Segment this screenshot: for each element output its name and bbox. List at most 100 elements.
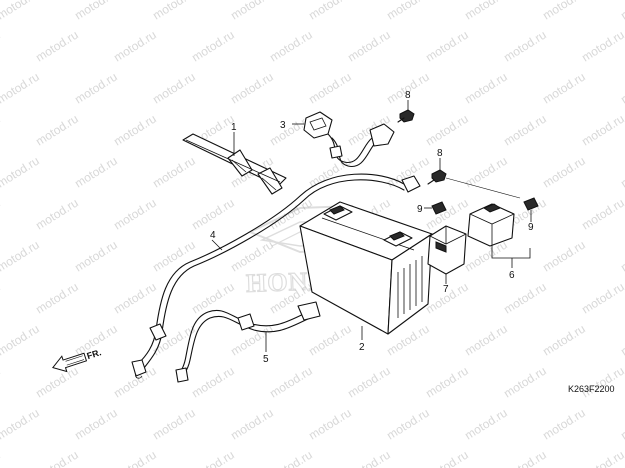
watermark-text: motod.ru <box>33 28 81 65</box>
watermark-text: motod.ru <box>579 364 625 401</box>
watermark-text: motod.ru <box>150 70 198 107</box>
watermark-text: motod.ru <box>0 196 3 233</box>
callout-6: 6 <box>509 270 515 281</box>
part-4-positive-cable[interactable] <box>131 173 421 379</box>
leader-4 <box>211 239 223 251</box>
watermark-text: motod.ru <box>306 406 354 443</box>
watermark-text: motod.ru <box>462 0 510 23</box>
watermark-text: motod.ru <box>0 322 42 359</box>
watermark-text: motod.ru <box>150 0 198 23</box>
part-5-negative-cable[interactable] <box>175 301 321 383</box>
watermark-text: motod.ru <box>150 238 198 275</box>
watermark-text: motod.ru <box>618 406 625 443</box>
part-1-bracket[interactable] <box>182 133 287 195</box>
watermark-text: motod.ru <box>72 154 120 191</box>
bracket-6 <box>491 246 531 259</box>
link-line <box>445 177 521 199</box>
part-9-clip-right[interactable] <box>523 197 539 211</box>
watermark-text: motod.ru <box>0 112 3 149</box>
callout-8a: 8 <box>405 90 411 101</box>
watermark-text: motod.ru <box>618 238 625 275</box>
callout-2: 2 <box>359 342 365 353</box>
part-8-bolt-lower[interactable] <box>427 169 447 185</box>
callout-5: 5 <box>263 354 269 365</box>
watermark-text: motod.ru <box>189 364 237 401</box>
watermark-text: motod.ru <box>150 406 198 443</box>
watermark-text: motod.ru <box>618 0 625 23</box>
watermark-text: motod.ru <box>33 280 81 317</box>
part-2-battery[interactable] <box>299 201 433 335</box>
callout-4: 4 <box>210 230 216 241</box>
watermark-text: motod.ru <box>0 364 3 401</box>
watermark-text: motod.ru <box>72 406 120 443</box>
watermark-text: motod.ru <box>462 322 510 359</box>
callout-7: 7 <box>443 284 449 295</box>
watermark-text: motod.ru <box>0 406 42 443</box>
watermark-text: motod.ru <box>423 448 471 468</box>
watermark-text: motod.ru <box>540 0 588 23</box>
watermark-text: motod.ru <box>501 448 549 468</box>
watermark-text: motod.ru <box>111 280 159 317</box>
watermark-text: motod.ru <box>0 448 3 468</box>
watermark-text: motod.ru <box>72 0 120 23</box>
watermark-text: motod.ru <box>111 196 159 233</box>
watermark-text: motod.ru <box>267 364 315 401</box>
watermark-text: motod.ru <box>579 112 625 149</box>
watermark-text: motod.ru <box>111 28 159 65</box>
watermark-text: motod.ru <box>267 448 315 468</box>
part-8-bolt-upper[interactable] <box>397 109 415 123</box>
callout-3: 3 <box>280 120 286 131</box>
watermark-text: motod.ru <box>345 28 393 65</box>
watermark-text: motod.ru <box>345 448 393 468</box>
watermark-text: motod.ru <box>501 364 549 401</box>
watermark-text: motod.ru <box>0 238 42 275</box>
watermark-text: motod.ru <box>189 28 237 65</box>
watermark-text: motod.ru <box>579 28 625 65</box>
watermark-text: motod.ru <box>150 154 198 191</box>
watermark-text: motod.ru <box>618 322 625 359</box>
watermark-text: motod.ru <box>345 364 393 401</box>
watermark-text: motod.ru <box>0 0 42 23</box>
watermark-text: motod.ru <box>111 112 159 149</box>
watermark-text: motod.ru <box>228 70 276 107</box>
watermark-text: motod.ru <box>111 448 159 468</box>
watermark-text: motod.ru <box>579 280 625 317</box>
watermark-text: motod.ru <box>306 70 354 107</box>
watermark-text: motod.ru <box>423 364 471 401</box>
watermark-text: motod.ru <box>423 112 471 149</box>
callout-1: 1 <box>231 122 237 133</box>
watermark-text: motod.ru <box>579 196 625 233</box>
watermark-text: motod.ru <box>579 448 625 468</box>
watermark-text: motod.ru <box>501 112 549 149</box>
watermark-text: motod.ru <box>540 322 588 359</box>
watermark-text: motod.ru <box>540 154 588 191</box>
watermark-text: motod.ru <box>189 448 237 468</box>
watermark-text: motod.ru <box>33 196 81 233</box>
watermark-text: motod.ru <box>462 154 510 191</box>
watermark-text: motod.ru <box>423 28 471 65</box>
front-label: FR. <box>86 347 103 361</box>
front-direction-arrow: FR. <box>52 347 103 373</box>
watermark-text: motod.ru <box>0 70 42 107</box>
watermark-text: motod.ru <box>384 406 432 443</box>
watermark-text: motod.ru <box>228 0 276 23</box>
watermark-text: motod.ru <box>462 70 510 107</box>
watermark-text: motod.ru <box>306 0 354 23</box>
watermark-text: motod.ru <box>0 154 42 191</box>
watermark-text: motod.ru <box>0 28 3 65</box>
callout-8b: 8 <box>437 148 443 159</box>
part-9-clip-left[interactable] <box>431 201 447 215</box>
watermark-text: motod.ru <box>33 448 81 468</box>
watermark-text: motod.ru <box>0 280 3 317</box>
watermark-text: motod.ru <box>33 112 81 149</box>
watermark-text: motod.ru <box>72 70 120 107</box>
watermark-text: motod.ru <box>501 28 549 65</box>
watermark-text: motod.ru <box>267 28 315 65</box>
part-3-fuse-holder[interactable] <box>303 111 395 167</box>
callout-9b: 9 <box>528 222 534 233</box>
watermark-text: motod.ru <box>72 238 120 275</box>
part-6-relay-assembly[interactable] <box>467 203 515 247</box>
part-7-relay-cover[interactable] <box>427 225 467 275</box>
